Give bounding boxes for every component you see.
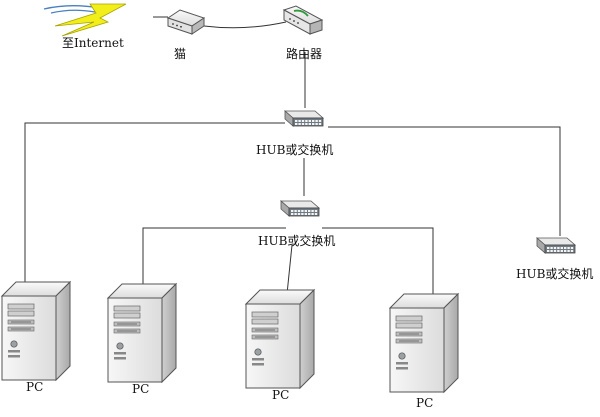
- pc-label: PC: [26, 380, 44, 394]
- pc-tower-icon: [107, 283, 177, 383]
- hub-sub-label: HUB或交换机: [258, 234, 336, 248]
- pc-label: PC: [272, 388, 290, 402]
- internet-label: 至Internet: [62, 36, 124, 50]
- pc-tower-icon: [1, 281, 71, 381]
- modem-icon: [166, 9, 206, 35]
- modem-label: 猫: [174, 47, 187, 61]
- router-label: 路由器: [286, 47, 323, 61]
- lightning-icon: [43, 3, 127, 37]
- pc-tower-icon: [245, 289, 315, 389]
- hub-right-label: HUB或交换机: [516, 267, 594, 281]
- switch-hub-icon: [280, 200, 320, 217]
- pc-tower-icon: [389, 293, 459, 393]
- pc-label: PC: [416, 396, 434, 410]
- connection-lines: [24, 16, 561, 295]
- router-icon: [282, 5, 324, 35]
- switch-hub-icon: [536, 237, 576, 254]
- hub-main-label: HUB或交换机: [256, 143, 334, 157]
- pc-label: PC: [132, 382, 150, 396]
- switch-hub-icon: [284, 110, 324, 127]
